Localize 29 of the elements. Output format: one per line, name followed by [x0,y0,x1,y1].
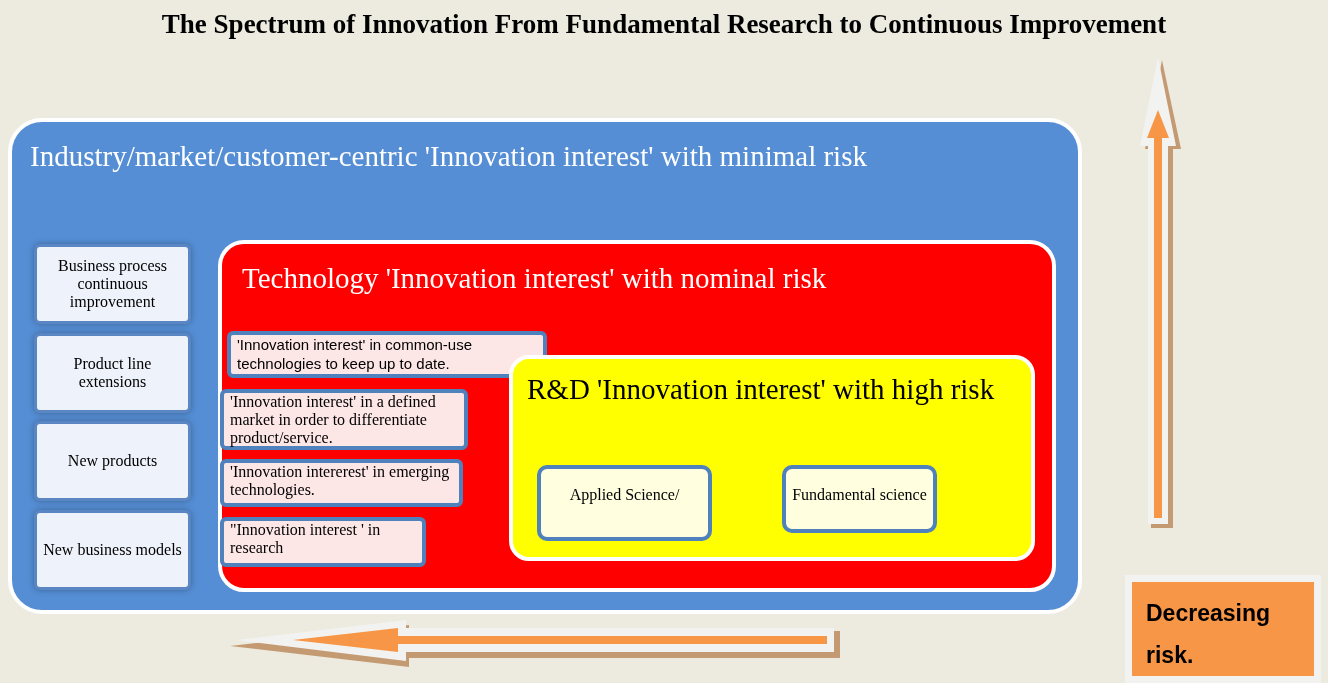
box-text: "Innovation interest ' in research [230,521,382,557]
box-text: Applied Science/ [568,485,681,506]
category-box [34,510,191,590]
category-box [34,333,191,413]
interest-box [227,331,547,378]
outer-panel [8,118,1082,614]
category-box [34,244,191,324]
technology-panel [218,240,1056,592]
box-text: Business process continuous improvement [57,257,168,311]
box-text: Technology 'Innovation interest' with nominal risk [242,262,828,295]
science-box [537,465,712,541]
category-box [34,421,191,501]
box-text: 'Innovation interest' in common-use technologies to keep up to date. [237,335,473,373]
box-text: 'Innovation intererest' in emerging technologies. [230,463,451,499]
interest-box [220,517,426,567]
box-text: R&D 'Innovation interest' with high risk [527,373,996,405]
box-text: 'Innovation interest' in a defined market in order to differentiate product/service. [230,393,437,447]
box-text: New products [67,452,158,470]
science-box [782,465,937,533]
box-text: Fundamental science [792,485,927,505]
interest-box [220,389,468,450]
risk-box [1125,575,1321,683]
rd-panel [509,355,1035,561]
box-text: New business models [43,541,182,559]
interest-box [220,459,463,507]
box-text: Industry/market/customer-centric 'Innovation interest' with minimal risk [30,140,868,173]
box-text: Product line extensions [72,355,153,391]
diagram-title: The Spectrum of Innovation From Fundamental Research to Continuous Improvement [160,8,1168,41]
box-text: Decreasing risk. [1146,599,1271,670]
